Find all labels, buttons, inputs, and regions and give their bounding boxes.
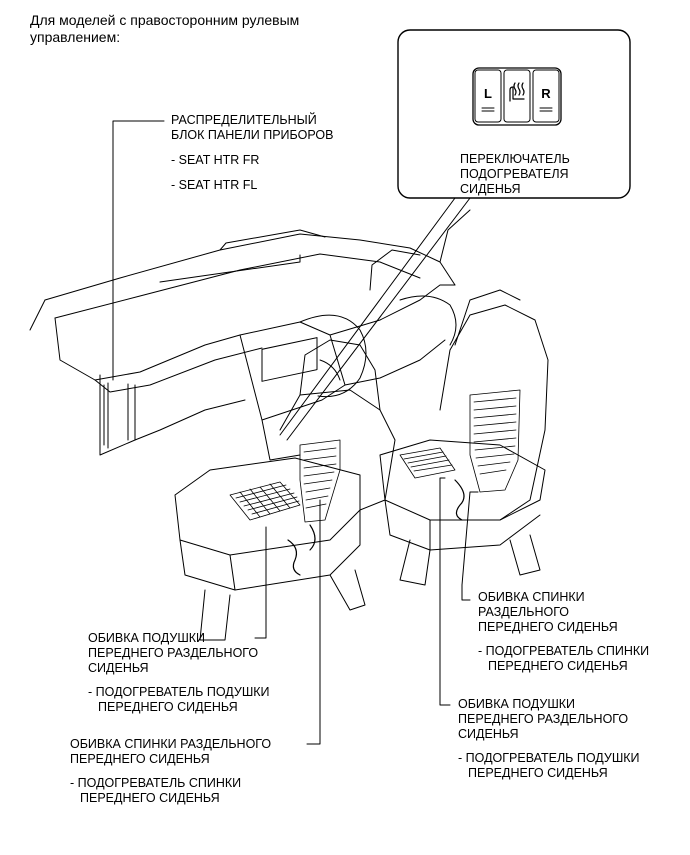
left-cushion-leader xyxy=(254,526,267,639)
switch-panel xyxy=(472,67,562,126)
left-back-heater xyxy=(299,439,341,523)
right-back-title-1: ОБИВКА СПИНКИ xyxy=(478,590,585,604)
switch-button-right xyxy=(532,69,560,123)
left-back-sub-2: ПЕРЕДНЕГО СИДЕНЬЯ xyxy=(80,791,220,805)
switch-button-left xyxy=(474,69,502,123)
left-back-title-1: ОБИВКА СПИНКИ РАЗДЕЛЬНОГО xyxy=(70,737,272,751)
right-back-title-3: ПЕРЕДНЕГО СИДЕНЬЯ xyxy=(478,620,618,634)
right-cushion-heater xyxy=(399,447,456,479)
right-back-leader xyxy=(461,491,479,601)
switch-label-left: L xyxy=(484,86,492,101)
dist-block-title-2: БЛОК ПАНЕЛИ ПРИБОРОВ xyxy=(171,128,334,142)
diagram-heading: Для моделей с правосторонним рулевым упр… xyxy=(30,12,299,46)
right-seat-cable xyxy=(454,479,465,521)
heading-line-2: управлением: xyxy=(30,29,121,45)
left-seat xyxy=(174,339,396,641)
right-back-sub-1: - ПОДОГРЕВАТЕЛЬ СПИНКИ xyxy=(478,644,650,658)
right-back-heater xyxy=(469,389,521,493)
right-back-title-2: РАЗДЕЛЬНОГО xyxy=(478,605,569,619)
left-cushion-callout: ОБИВКА ПОДУШКИ ПЕРЕДНЕГО РАЗДЕЛЬНОГО СИД… xyxy=(88,631,270,715)
left-back-leader xyxy=(306,499,321,745)
left-seat-cable xyxy=(287,539,301,576)
right-cushion-leader xyxy=(439,477,451,706)
switch-inset: L R xyxy=(279,29,631,441)
right-back-sub-2: ПЕРЕДНЕГО СИДЕНЬЯ xyxy=(488,659,628,673)
left-cushion-title-2: ПЕРЕДНЕГО РАЗДЕЛЬНОГО xyxy=(88,646,259,660)
left-cushion-sub-2: ПЕРЕДНЕГО СИДЕНЬЯ xyxy=(98,700,238,714)
left-cushion-title-1: ОБИВКА ПОДУШКИ xyxy=(88,631,206,645)
left-back-callout: ОБИВКА СПИНКИ РАЗДЕЛЬНОГО ПЕРЕДНЕГО СИДЕ… xyxy=(70,737,271,806)
right-cushion-title-2: ПЕРЕДНЕГО РАЗДЕЛЬНОГО xyxy=(458,712,629,726)
dist-block-fuse-fr: - SEAT HTR FR xyxy=(171,153,260,167)
left-cushion-title-3: СИДЕНЬЯ xyxy=(88,661,149,675)
heading-line-1: Для моделей с правосторонним рулевым xyxy=(30,12,300,28)
dist-block-leader xyxy=(112,120,165,381)
switch-callout: ПЕРЕКЛЮЧАТЕЛЬ ПОДОГРЕВАТЕЛЯ СИДЕНЬЯ xyxy=(460,152,570,197)
right-cushion-title-1: ОБИВКА ПОДУШКИ xyxy=(458,697,576,711)
left-cushion-heater xyxy=(229,481,301,521)
right-cushion-title-3: СИДЕНЬЯ xyxy=(458,727,519,741)
switch-button-center xyxy=(503,69,531,123)
switch-leader-line xyxy=(286,197,471,441)
left-cushion-sub-1: - ПОДОГРЕВАТЕЛЬ ПОДУШКИ xyxy=(88,685,270,699)
dashboard-outline xyxy=(29,209,471,461)
dist-block-callout: РАСПРЕДЕЛИТЕЛЬНЫЙ БЛОК ПАНЕЛИ ПРИБОРОВ -… xyxy=(171,113,333,193)
left-back-title-2: ПЕРЕДНЕГО СИДЕНЬЯ xyxy=(70,752,210,766)
dist-block-title-1: РАСПРЕДЕЛИТЕЛЬНЫЙ xyxy=(171,113,317,127)
dist-block-fuse-fl: - SEAT HTR FL xyxy=(171,178,258,192)
switch-title-1: ПЕРЕКЛЮЧАТЕЛЬ xyxy=(460,152,570,166)
switch-title-3: СИДЕНЬЯ xyxy=(460,182,521,196)
switch-label-right: R xyxy=(541,86,551,101)
switch-inset-frame xyxy=(397,29,631,199)
switch-title-2: ПОДОГРЕВАТЕЛЯ xyxy=(460,167,569,181)
right-seat xyxy=(379,289,549,586)
callout-leaders xyxy=(254,477,479,745)
left-back-sub-1: - ПОДОГРЕВАТЕЛЬ СПИНКИ xyxy=(70,776,242,790)
right-back-callout: ОБИВКА СПИНКИ РАЗДЕЛЬНОГО ПЕРЕДНЕГО СИДЕ… xyxy=(478,590,649,674)
seat-heater-icon xyxy=(509,82,525,102)
right-cushion-sub-2: ПЕРЕДНЕГО СИДЕНЬЯ xyxy=(468,766,608,780)
right-cushion-sub-1: - ПОДОГРЕВАТЕЛЬ ПОДУШКИ xyxy=(458,751,640,765)
right-cushion-callout: ОБИВКА ПОДУШКИ ПЕРЕДНЕГО РАЗДЕЛЬНОГО СИД… xyxy=(458,697,640,781)
